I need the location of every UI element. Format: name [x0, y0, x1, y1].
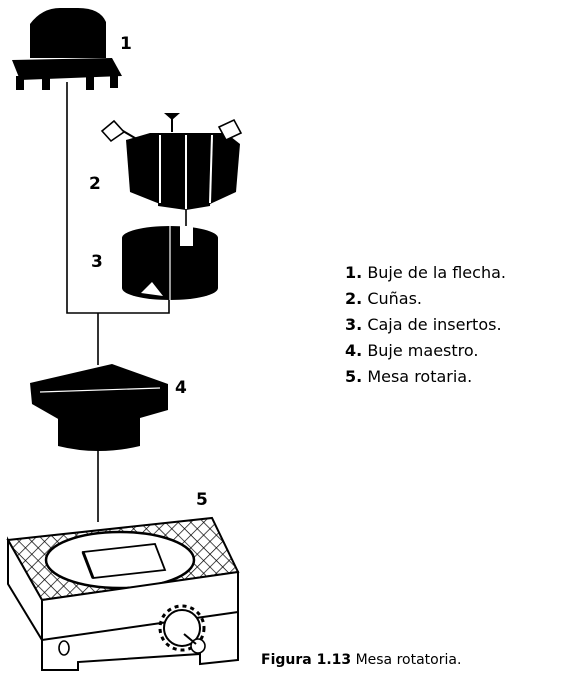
- legend-item: 3. Caja de insertos.: [345, 312, 506, 338]
- legend-number: 1.: [345, 263, 363, 282]
- insert-bowl-part: [122, 226, 218, 300]
- part-number-5: 5: [196, 490, 208, 510]
- legend-item: 5. Mesa rotaria.: [345, 364, 506, 390]
- part-number-1: 1: [120, 34, 132, 54]
- legend-text: Caja de insertos.: [367, 315, 502, 334]
- master-bushing-part: [30, 364, 168, 451]
- legend-item: 1. Buje de la flecha.: [345, 260, 506, 286]
- figure-caption: Figura 1.13 Mesa rotatoria.: [261, 652, 461, 668]
- slips-part: [100, 113, 243, 210]
- figure-number: Figura 1.13: [261, 652, 352, 668]
- legend-text: Mesa rotaria.: [367, 367, 473, 386]
- legend-text: Buje maestro.: [367, 341, 479, 360]
- legend-item: 4. Buje maestro.: [345, 338, 506, 364]
- caption-text: Mesa rotatoria.: [351, 652, 462, 668]
- rotary-table-part: [6, 516, 240, 671]
- legend-text: Cuñas.: [367, 289, 422, 308]
- legend-number: 3.: [345, 315, 363, 334]
- assembly-lines: [66, 82, 187, 522]
- kelly-bushing-part: [12, 8, 122, 90]
- part-number-2: 2: [89, 174, 101, 194]
- legend-number: 5.: [345, 367, 363, 386]
- legend-number: 4.: [345, 341, 363, 360]
- parts-legend: 1. Buje de la flecha. 2. Cuñas. 3. Caja …: [345, 260, 506, 390]
- part-number-4: 4: [175, 378, 187, 398]
- legend-number: 2.: [345, 289, 363, 308]
- legend-text: Buje de la flecha.: [367, 263, 506, 282]
- legend-item: 2. Cuñas.: [345, 286, 506, 312]
- part-number-3: 3: [91, 252, 103, 272]
